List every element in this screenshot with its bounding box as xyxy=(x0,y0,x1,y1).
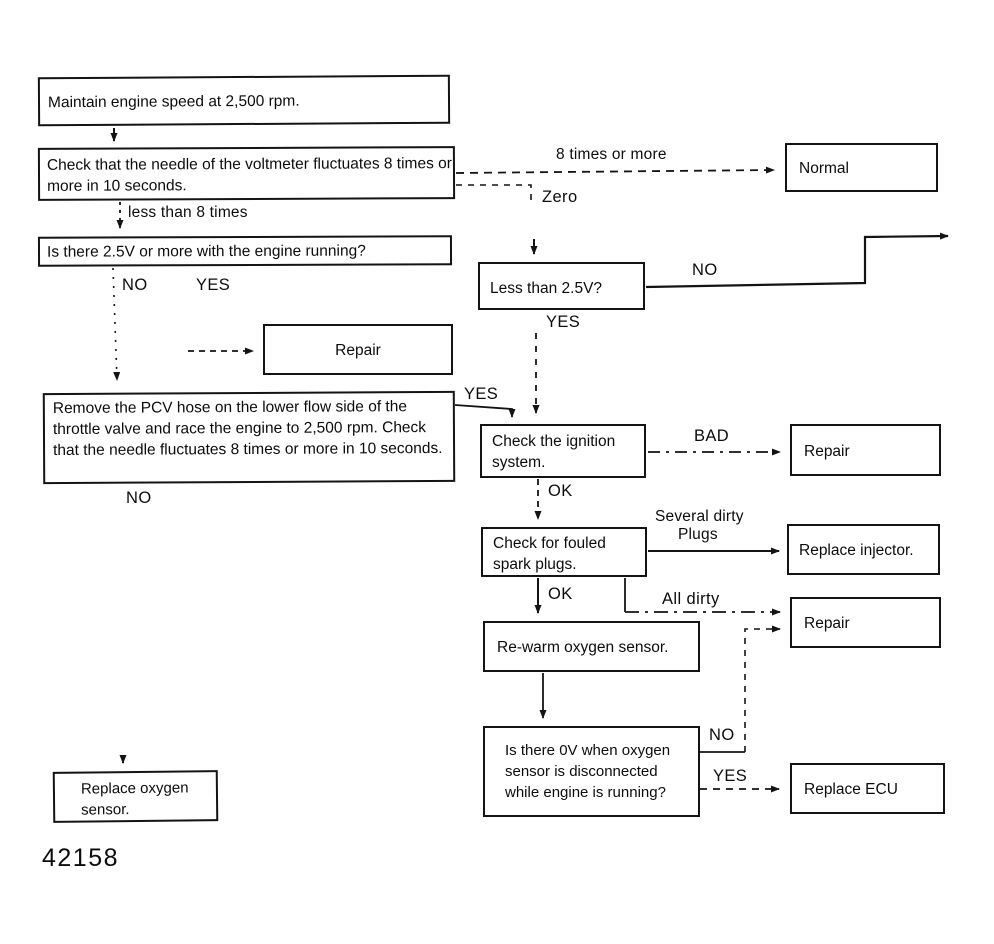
edge-label-no-less-2-5v: NO xyxy=(692,261,718,279)
node-rewarm-oxygen-sensor: Re-warm oxygen sensor. xyxy=(483,621,700,672)
edge-label-ok-plugs: OK xyxy=(548,585,573,603)
edge-label-no-0v: NO xyxy=(709,726,735,744)
edge-zero-branch xyxy=(456,184,532,201)
node-check-ignition-system: Check the ignition system. xyxy=(480,424,646,478)
node-repair-ignition: Repair xyxy=(790,424,941,476)
edge-label-yes-2-5v: YES xyxy=(196,276,231,294)
edge-label-less-than-8-times: less than 8 times xyxy=(128,204,248,221)
edge-less25v-no-right xyxy=(645,232,949,289)
node-replace-injector: Replace injector. xyxy=(787,524,940,575)
node-repair-dirty-plugs: Repair xyxy=(790,597,941,648)
edge-label-yes-less-2-5v: YES xyxy=(546,313,581,331)
figure-code: 42158 xyxy=(42,844,120,872)
edge-pcv-yes-to-ignition xyxy=(454,404,516,418)
node-remove-pcv-hose: Remove the PCV hose on the lower flow si… xyxy=(42,390,456,485)
edge-label-zero: Zero xyxy=(542,188,578,206)
edge-label-bad: BAD xyxy=(694,427,730,445)
node-normal: Normal xyxy=(785,143,938,192)
node-maintain-engine-speed: Maintain engine speed at 2,500 rpm. xyxy=(37,74,451,127)
edge-label-yes-0v: YES xyxy=(713,767,748,785)
edge-label-no-2-5v: NO xyxy=(122,276,148,294)
node-check-voltmeter-needle: Check that the needle of the voltmeter f… xyxy=(37,146,456,201)
edge-label-yes-pcv: YES xyxy=(464,385,499,403)
node-is-there-0v: Is there 0V when oxygen sensor is discon… xyxy=(483,726,700,817)
node-replace-ecu: Replace ECU xyxy=(790,763,945,814)
edge-8-times-to-normal xyxy=(455,166,775,174)
edge-label-no-pcv: NO xyxy=(126,489,152,507)
node-check-fouled-plugs: Check for fouled spark plugs. xyxy=(481,527,647,577)
node-is-there-2-5v: Is there 2.5V or more with the engine ru… xyxy=(37,235,453,267)
edge-label-several-dirty: Several dirty xyxy=(655,508,744,525)
node-less-than-2-5v: Less than 2.5V? xyxy=(478,262,645,310)
edge-no-up-to-repair xyxy=(744,625,781,752)
node-replace-oxygen-sensor: Replace oxygen sensor. xyxy=(52,770,219,823)
node-repair-top: Repair xyxy=(263,324,453,375)
edge-label-all-dirty: All dirty xyxy=(662,590,720,608)
edge-label-plugs: Plugs xyxy=(678,526,718,543)
edge-no-to-pcv xyxy=(112,267,121,381)
edge-label-8-times-or-more: 8 times or more xyxy=(556,146,667,163)
edge-label-ok-ignition: OK xyxy=(548,482,573,500)
